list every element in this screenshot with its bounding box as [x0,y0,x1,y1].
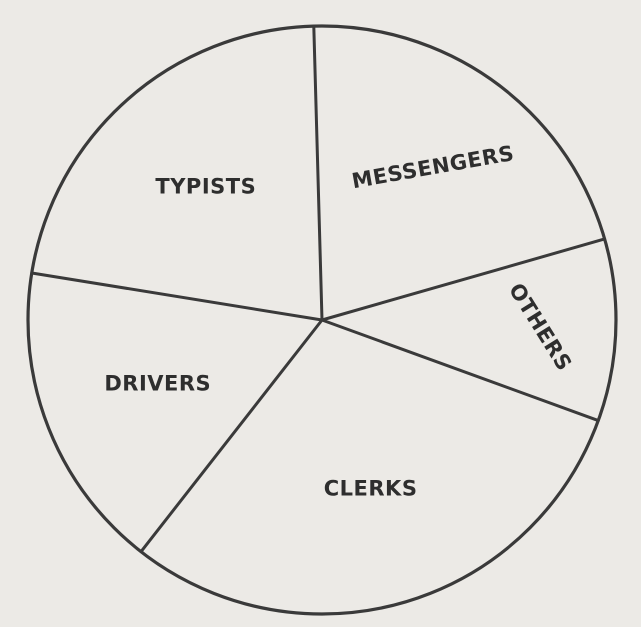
pie-slice-typists [31,26,322,321]
pie-outline [26,24,618,616]
pie-slices [28,26,616,614]
slice-label-drivers: DRIVERS [104,371,211,395]
pie-divider-2 [320,318,600,423]
pie-slice-drivers [28,272,322,552]
pie-divider-3 [139,318,324,554]
pie-slice-others [322,238,616,421]
pie-divider-5 [312,24,324,322]
slice-label-clerks: CLERKS [324,477,418,501]
pie-divider-1 [320,237,607,322]
pie-slice-messengers [313,26,605,321]
pie-slice-clerks [140,320,599,614]
slice-label-typists: TYPISTS [155,174,256,198]
pie-divider-4 [30,271,324,322]
pie-dividers [30,24,607,554]
